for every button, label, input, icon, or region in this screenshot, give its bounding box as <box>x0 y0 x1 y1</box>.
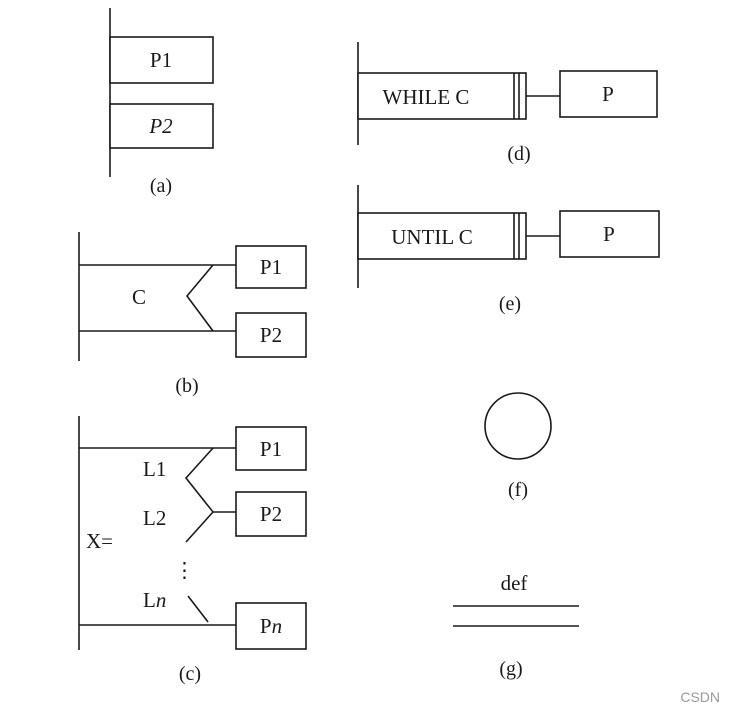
diagram-c-ellipsis: ⋮ <box>174 558 195 582</box>
diagram-c-branch-n <box>187 595 209 623</box>
diagram-g-def-label: def <box>501 571 528 595</box>
diagram-g-caption: (g) <box>499 658 522 680</box>
diagram-c-caption: (c) <box>179 663 201 685</box>
diagram-e-loop-box <box>357 212 527 260</box>
diagram-c-label-l1: L1 <box>143 457 166 481</box>
watermark-text: CSDN <box>680 689 720 705</box>
diagram-b-box-p1-label: P1 <box>260 255 282 279</box>
diagram-e-until-loop: UNTIL C P (e) <box>357 185 660 315</box>
diagram-c-box-p2-label: P2 <box>260 502 282 526</box>
diagram-c-label-ln: Ln <box>143 588 166 612</box>
diagram-b-condition-label: C <box>132 285 146 309</box>
diagram-c-case: L1 L2 ⋮ Ln X= P1 P2 Pn (c) <box>78 416 307 685</box>
diagram-c-box-p1 <box>235 426 307 471</box>
diagram-c-box-pn-suffix: n <box>272 614 283 638</box>
diagram-e-caption: (e) <box>499 293 521 315</box>
diagram-a-box-p2 <box>109 103 214 149</box>
diagram-d-caption: (d) <box>507 143 530 165</box>
diagram-c-label-ln-prefix: L <box>143 588 156 612</box>
diagram-c-label-ln-suffix: n <box>156 588 167 612</box>
diagram-a-box-p2-label: P2 <box>148 114 173 138</box>
diagram-b-selection: C P1 P2 (b) <box>78 232 307 397</box>
diagram-c-selector-label: X= <box>86 529 113 553</box>
diagram-b-condition-chevron <box>185 264 214 332</box>
diagram-d-box-p <box>559 70 658 118</box>
diagram-a-sequence: P1 P2 (a) <box>109 8 214 197</box>
diagram-b-box-p2-label: P2 <box>260 323 282 347</box>
diagram-f-circle <box>484 392 552 460</box>
diagram-b-box-p1 <box>235 245 307 289</box>
diagram-a-box-p1 <box>109 36 214 84</box>
diagram-e-loop-label: UNTIL C <box>391 225 472 249</box>
diagram-g-definition: def (g) <box>453 571 579 680</box>
diagram-c-box-p1-label: P1 <box>260 437 282 461</box>
diagram-b-caption: (b) <box>175 375 198 397</box>
diagram-d-loop-box <box>357 72 527 120</box>
diagram-a-caption: (a) <box>150 175 172 197</box>
diagram-e-box-p <box>559 210 660 258</box>
diagram-c-box-pn-label: Pn <box>260 614 282 638</box>
diagram-f-caption: (f) <box>508 479 528 501</box>
diagram-d-loop-label: WHILE C <box>383 85 470 109</box>
diagram-e-box-p-label: P <box>603 222 615 246</box>
diagram-b-box-p2 <box>235 312 307 358</box>
diagram-c-box-pn-prefix: P <box>260 614 272 638</box>
diagram-a-box-p1-label: P1 <box>150 48 172 72</box>
diagram-c-box-pn <box>235 602 307 650</box>
diagram-d-box-p-label: P <box>602 82 614 106</box>
diagram-d-while-loop: WHILE C P (d) <box>357 42 658 165</box>
diagram-f-connector-circle: (f) <box>484 392 552 501</box>
diagram-c-branch-tail <box>185 511 214 543</box>
diagram-c-label-l2: L2 <box>143 506 166 530</box>
diagram-c-branch-chevron <box>184 447 236 513</box>
diagram-c-box-p2 <box>235 491 307 537</box>
